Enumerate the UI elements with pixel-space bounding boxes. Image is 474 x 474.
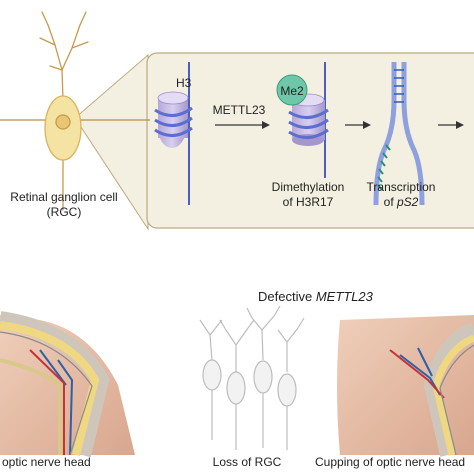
me2-mark-icon: [276, 74, 308, 106]
rgc-label-line2: (RGC): [46, 205, 82, 219]
loss-of-rgc-caption: Loss of RGC: [212, 455, 282, 469]
cupping-caption: Cupping of optic nerve head: [315, 455, 466, 469]
defective-header: Defective METTL23: [258, 289, 373, 304]
dimethylation-label-line2: of H3R17: [282, 195, 334, 209]
dimethylation-label-line1: Dimethylation: [271, 180, 345, 194]
rgc-neuron-icon: [39, 11, 89, 211]
rgc-loss-illustration: [199, 305, 305, 450]
rgc-label-line1: Retinal ganglion cell: [10, 190, 118, 204]
arrow-transcription: [345, 121, 371, 129]
transcription-label-line1: Transcription: [366, 180, 436, 194]
me2-label: Me2: [280, 84, 304, 98]
optic-nerve-head-caption: optic nerve head: [2, 455, 91, 469]
cupping-optic-nerve-illustration: [335, 310, 474, 457]
histone-h3-icon: [154, 62, 193, 205]
normal-optic-nerve-illustration: [0, 310, 140, 458]
transcription-label-line2: of pS2: [383, 195, 419, 209]
histone-h3-label: H3: [176, 76, 192, 90]
arrow-expression: [438, 121, 464, 129]
arrow-methylation: [215, 121, 270, 129]
dna-unwinding-icon: [373, 62, 425, 206]
enzyme-label: METTL23: [212, 103, 266, 117]
